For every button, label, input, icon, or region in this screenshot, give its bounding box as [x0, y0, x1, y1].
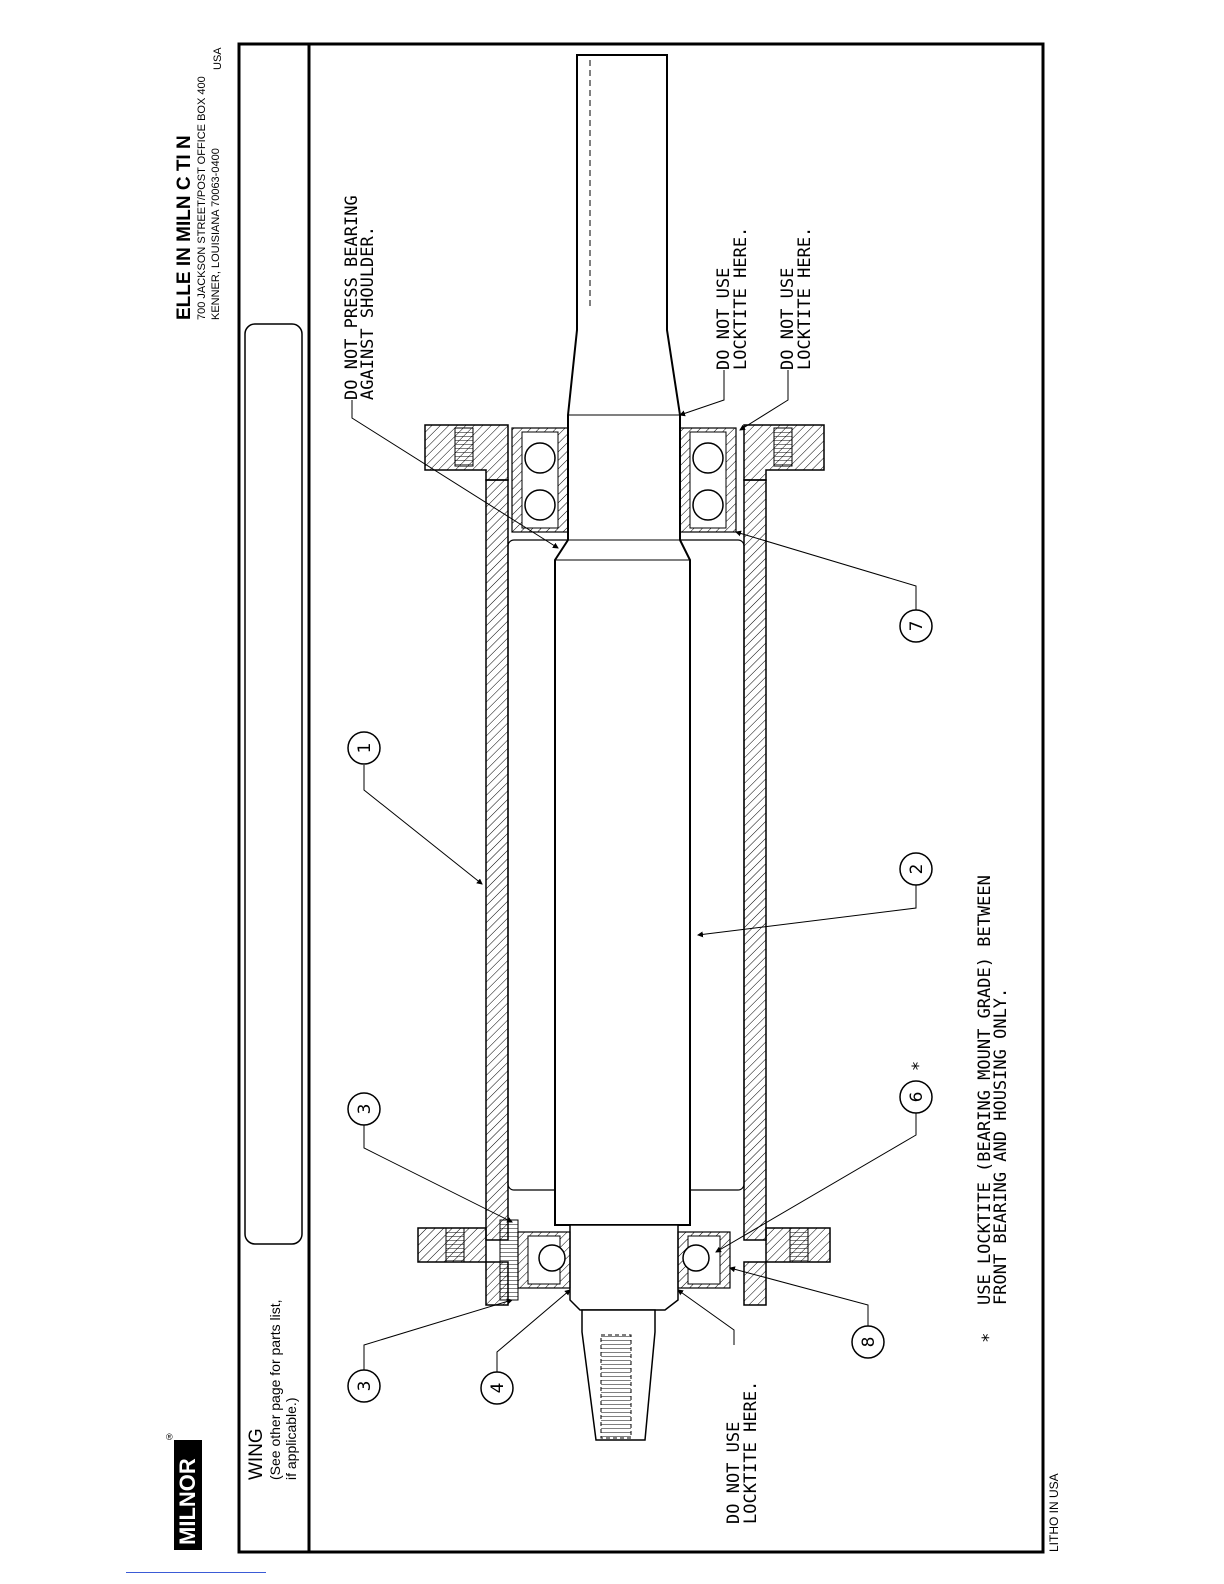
balloon-7: 7	[899, 609, 933, 643]
front-seal-stack	[499, 1219, 519, 1301]
balloon-6: 6 *	[899, 1062, 933, 1114]
sheet-border	[237, 42, 1045, 1554]
rear-bearing-left	[511, 427, 569, 533]
rear-bearing-right	[679, 427, 737, 533]
shaft-front-journal	[569, 1224, 679, 1311]
balloon-2-label: 2	[907, 864, 927, 875]
leader-4	[496, 1289, 571, 1372]
balloon-1-label: 1	[355, 743, 375, 754]
company-header: ELLE IN MILN C TI N 700 JACKSON STREET/P…	[174, 76, 222, 320]
company-address-2: KENNER, LOUISIANA 70063-0400	[210, 148, 222, 320]
logo-registered-mark: ®	[166, 1432, 173, 1442]
note-locktite-a-2: LOCKTITE HERE.	[731, 227, 751, 370]
leader-3b	[363, 1298, 513, 1370]
rear-bolt-left	[454, 427, 474, 467]
note-press-bearing-1: DO NOT PRESS BEARING	[342, 195, 362, 400]
balloon-6-asterisk: *	[909, 1062, 929, 1071]
front-bearing-right	[677, 1231, 731, 1289]
balloon-3b-label: 3	[355, 1381, 375, 1392]
milnor-logo: MILNOR ®	[166, 1432, 202, 1550]
balloon-8: 8	[851, 1325, 885, 1359]
note-press-bearing-2: AGAINST SHOULDER.	[358, 226, 378, 400]
note-use-locktite-2: FRONT BEARING AND HOUSING ONLY.	[991, 988, 1011, 1305]
title-box	[244, 323, 303, 1245]
leader-6	[715, 1112, 917, 1253]
leader-3a	[363, 1125, 513, 1223]
company-name: ELLE IN MILN C TI N	[174, 135, 195, 320]
balloon-3b: 3	[347, 1369, 381, 1403]
housing-wall-right	[743, 479, 767, 1241]
note-locktite-c-2: LOCKTITE HERE.	[741, 1381, 761, 1524]
note-locktite-a-1: DO NOT USE	[714, 268, 734, 370]
balloon-4: 4	[480, 1371, 514, 1405]
note-locktite-b-1: DO NOT USE	[778, 268, 798, 370]
leader-8	[729, 1266, 869, 1326]
leader-locktite-b	[739, 370, 789, 431]
balloon-6-label: 6	[907, 1092, 927, 1103]
leader-7	[735, 530, 917, 610]
company-address-1: 700 JACKSON STREET/POST OFFICE BOX 400	[196, 76, 208, 320]
leader-locktite-a	[679, 370, 725, 417]
rear-bolt-right	[773, 427, 793, 467]
front-bearing-left	[517, 1231, 571, 1289]
note-use-locktite-1: USE LOCKTITE (BEARING MOUNT GRADE) BETWE…	[975, 875, 995, 1305]
front-bolt-left	[445, 1227, 465, 1263]
balloon-1: 1	[347, 731, 381, 765]
logo-text: MILNOR	[175, 1458, 200, 1545]
balloon-3a: 3	[347, 1092, 381, 1126]
leader-press-bearing	[351, 400, 559, 549]
front-bolt-right	[789, 1227, 809, 1263]
title-note-2: if applicable.)	[283, 1398, 299, 1481]
note-locktite-b-2: LOCKTITE HERE.	[795, 227, 815, 370]
leader-2	[697, 885, 917, 938]
note-use-asterisk: *	[979, 1334, 999, 1343]
balloon-3a-label: 3	[355, 1104, 375, 1115]
company-country: USA	[212, 47, 224, 70]
litho-footer: LITHO IN USA	[1047, 1473, 1061, 1552]
footer-link-underline[interactable]	[126, 1572, 266, 1573]
balloon-2: 2	[899, 852, 933, 886]
balloon-4-label: 4	[488, 1383, 508, 1394]
drawing-title: WING	[246, 1428, 267, 1480]
note-locktite-c-1: DO NOT USE	[724, 1422, 744, 1524]
leader-lines	[351, 370, 917, 1372]
housing-wall-left	[485, 479, 509, 1241]
spindle-assembly	[417, 54, 831, 1441]
front-flange-left	[417, 1227, 509, 1306]
shaft-thread-hidden	[600, 1334, 632, 1439]
shaft	[554, 54, 691, 1226]
leader-1	[363, 765, 483, 885]
balloon-7-label: 7	[907, 621, 927, 632]
title-note-1: (See other page for parts list,	[267, 1299, 283, 1480]
leader-locktite-c	[677, 1289, 735, 1345]
balloon-8-label: 8	[859, 1337, 879, 1348]
